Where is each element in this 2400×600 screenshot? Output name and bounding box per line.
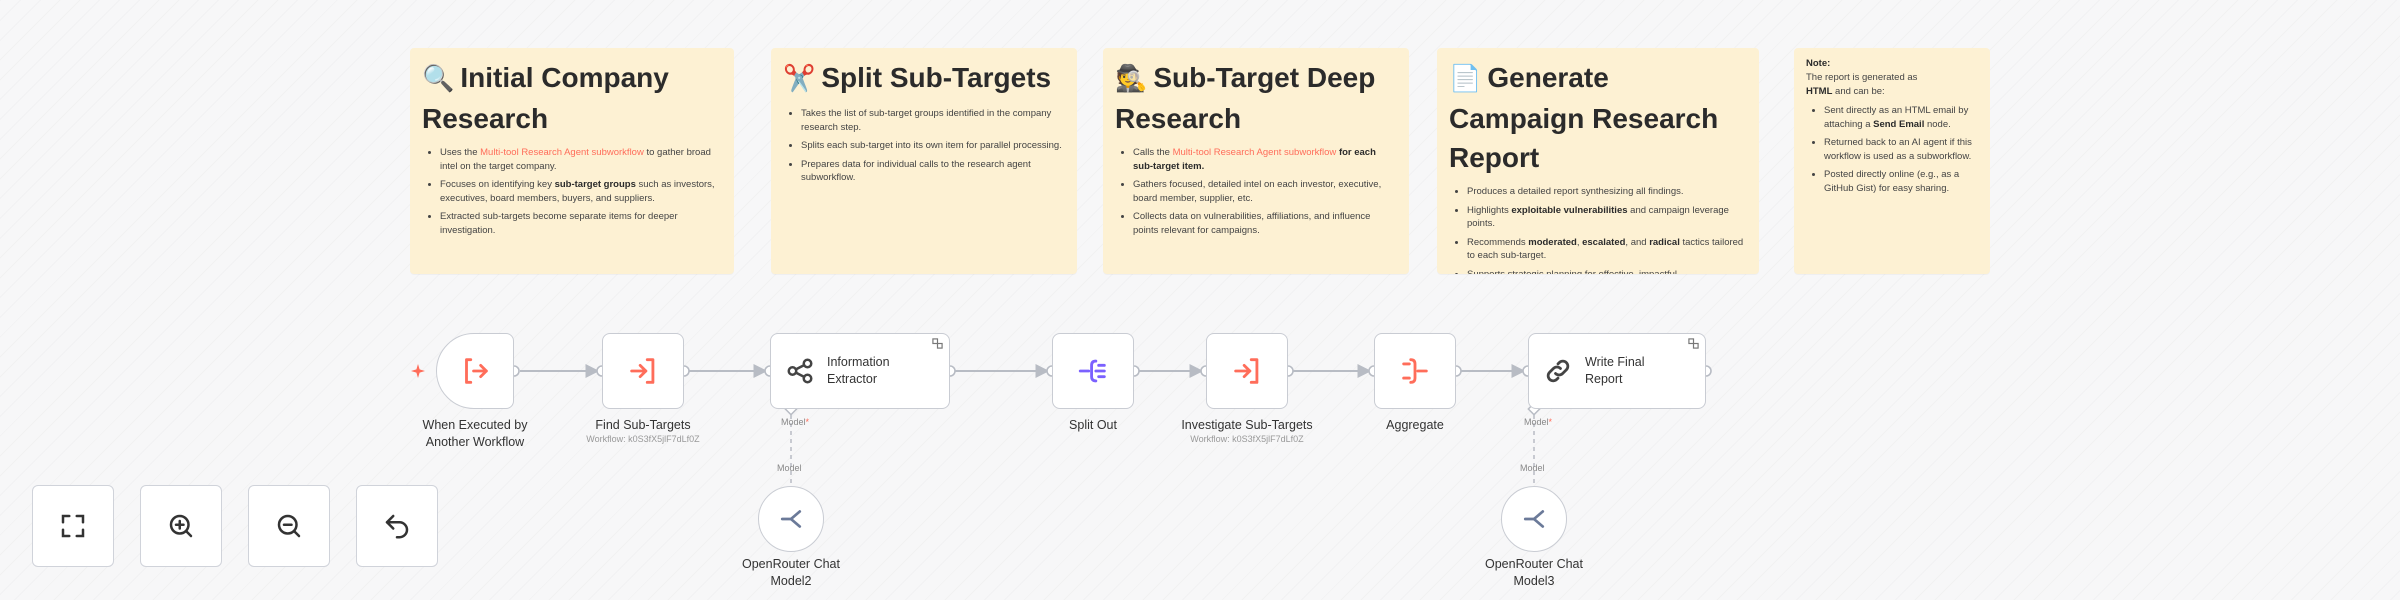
openrouter-icon [1523,510,1545,528]
list-item: Prepares data for individual calls to th… [801,158,1065,185]
sticky-bullets: Calls the Multi-tool Research Agent subw… [1115,146,1397,237]
node-openrouter-model2[interactable] [758,486,824,552]
trigger-star-icon [411,364,425,378]
fit-view-button[interactable] [32,485,114,567]
model-output-label: Model [1520,463,1545,473]
execute-workflow-icon [630,358,655,384]
list-item: Returned back to an AI agent if this wor… [1824,136,1978,163]
link-text[interactable]: Multi-tool Research Agent subworkflow [480,147,644,158]
aggregate-icon [1402,358,1428,384]
node-label: Information Extractor [827,355,890,386]
node-label: Find Sub-Targets [595,418,691,432]
list-item: Posted directly online (e.g., as a GitHu… [1824,168,1978,195]
model-port-label: Model* [1524,417,1553,427]
sticky-title: Sub-Target Deep Research [1115,62,1376,134]
sticky-bullets: Produces a detailed report synthesizing … [1449,185,1747,274]
bold-text: HTML [1806,85,1833,97]
node-write-final-report[interactable]: Write Final Report [1528,333,1706,409]
fit-view-icon [61,514,85,538]
list-item: Uses the Multi-tool Research Agent subwo… [440,146,722,173]
list-item: Sent directly as an HTML email by attach… [1824,104,1978,131]
sub-node-icon [932,338,943,349]
list-item: Extracted sub-targets become separate it… [440,210,722,237]
model-port-label: Model* [781,417,810,427]
zoom-out-icon [277,514,301,538]
node-label: When Executed by Another Workflow [422,418,528,449]
node-split-out[interactable] [1052,333,1134,409]
enter-arrow-icon [465,358,488,384]
model-output-label: Model [777,463,802,473]
sticky-initial-research[interactable]: 🔍Initial Company Research Uses the Multi… [410,48,734,274]
text-line: The report is generated as [1806,72,1918,83]
document-icon: 📄 [1449,64,1482,94]
list-item: Calls the Multi-tool Research Agent subw… [1133,146,1397,173]
node-aggregate[interactable] [1374,333,1456,409]
reset-icon [385,514,409,539]
magnifier-icon: 🔍 [422,64,455,94]
sticky-bullets: Takes the list of sub-target groups iden… [783,107,1065,185]
sticky-title: Split Sub-Targets [821,62,1052,93]
list-item: Focuses on identifying key sub-target gr… [440,178,722,205]
sticky-deep-research[interactable]: 🕵️Sub-Target Deep Research Calls the Mul… [1103,48,1409,274]
sticky-split-subtargets[interactable]: ✂️Split Sub-Targets Takes the list of su… [771,48,1077,274]
bold-text: for each sub-target item. [1133,147,1376,172]
node-subtitle: Workflow: k0S3fX5jlF7dLf0Z [1190,434,1304,444]
list-item: Gathers focused, detailed intel on each … [1133,178,1397,205]
openrouter-icon [780,510,802,528]
sticky-title: Generate Campaign Research Report [1449,62,1719,173]
bold-text: moderated [1528,236,1577,248]
bold-text: Send Email [1873,118,1925,130]
bold-text: sub-target groups [554,179,636,190]
required-mark: * [805,417,810,427]
zoom-out-button[interactable] [248,485,330,567]
list-item: Recommends moderated, escalated, and rad… [1467,236,1747,263]
list-item: Splits each sub-target into its own item… [801,139,1065,153]
sticky-bullets: Uses the Multi-tool Research Agent subwo… [422,146,722,237]
sub-node-icon [1688,338,1699,349]
node-label: OpenRouter Chat Model2 [742,557,840,588]
link-icon [1546,359,1570,383]
node-subtitle: Workflow: k0S3fX5jlF7dLf0Z [586,434,700,444]
node-label: Aggregate [1386,418,1444,432]
bold-text: radical [1649,236,1680,248]
sticky-generate-report[interactable]: 📄Generate Campaign Research Report Produ… [1437,48,1759,274]
node-find-subtargets[interactable] [602,333,684,409]
node-label: Write Final Report [1585,355,1645,386]
list-item: Produces a detailed report synthesizing … [1467,185,1747,199]
link-text[interactable]: Multi-tool Research Agent subworkflow [1172,147,1337,158]
detective-icon: 🕵️ [1115,64,1148,94]
text-line: HTML and can be: [1806,85,1885,97]
split-icon [1078,359,1106,383]
scissors-icon: ✂️ [783,64,816,94]
node-execute-workflow-trigger[interactable] [436,333,514,409]
execute-workflow-icon [1234,358,1259,384]
sticky-title: Initial Company Research [422,62,669,134]
bold-text: exploitable vulnerabilities [1511,204,1628,216]
list-item: Takes the list of sub-target groups iden… [801,107,1065,134]
node-label: Investigate Sub-Targets [1181,418,1313,432]
node-investigate-subtargets[interactable] [1206,333,1288,409]
note-intro: The report is generated as HTML and can … [1806,71,1978,98]
note-heading: Note: [1806,58,1831,69]
reset-zoom-button[interactable] [356,485,438,567]
extractor-icon [787,358,813,384]
list-item: Highlights exploitable vulnerabilities a… [1467,204,1747,231]
note-bullets: Sent directly as an HTML email by attach… [1806,104,1978,195]
zoom-in-button[interactable] [140,485,222,567]
node-openrouter-model3[interactable] [1501,486,1567,552]
bold-text: escalated [1582,236,1626,248]
node-label: OpenRouter Chat Model3 [1485,557,1583,588]
list-item: Supports strategic planning for effectiv… [1467,268,1747,275]
list-item: Collects data on vulnerabilities, affili… [1133,210,1397,237]
sticky-note[interactable]: Note: The report is generated as HTML an… [1794,48,1990,274]
zoom-in-icon [169,514,193,538]
node-label: Split Out [1069,418,1117,432]
node-information-extractor[interactable]: Information Extractor [770,333,950,409]
